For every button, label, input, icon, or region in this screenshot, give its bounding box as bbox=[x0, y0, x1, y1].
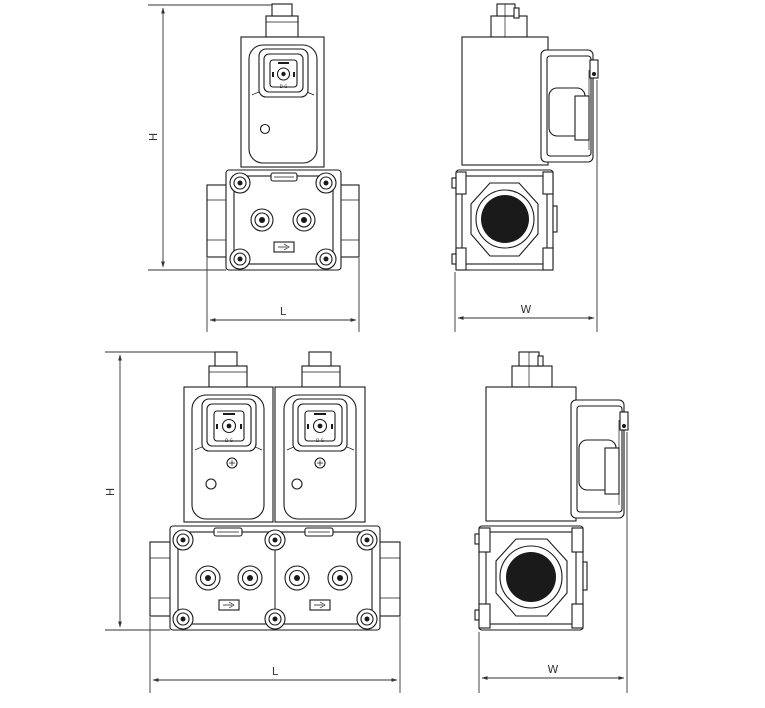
pressure-port bbox=[284, 565, 310, 591]
body-bolt bbox=[315, 172, 337, 194]
connector-plug: D-G bbox=[201, 398, 257, 452]
pressure-port bbox=[237, 565, 263, 591]
body-bolt bbox=[229, 248, 251, 270]
flow-direction-arrow bbox=[218, 599, 240, 611]
connector-code-label: D-G bbox=[225, 438, 233, 443]
connector-plug: D-G bbox=[292, 398, 348, 452]
coil-housing bbox=[461, 36, 549, 166]
coil-top-terminal bbox=[490, 3, 528, 38]
height-dimension: H bbox=[104, 351, 215, 631]
coil-screw bbox=[291, 478, 303, 490]
width-label: W bbox=[521, 303, 532, 316]
length-label: L bbox=[280, 305, 287, 318]
pressure-port bbox=[195, 565, 221, 591]
body-bolt bbox=[264, 529, 286, 551]
coil-top-terminal bbox=[301, 351, 341, 388]
body-bolt bbox=[315, 248, 337, 270]
length-dimension: L bbox=[149, 617, 401, 693]
connector-code-label: D-G bbox=[316, 438, 324, 443]
height-label: H bbox=[147, 133, 160, 141]
body-bolt bbox=[172, 529, 194, 551]
pressure-port bbox=[327, 565, 353, 591]
coil-top-terminal bbox=[208, 351, 248, 388]
connector-code-label: D-G bbox=[280, 84, 288, 89]
coil-top-terminal bbox=[511, 351, 553, 388]
length-label: L bbox=[272, 665, 279, 678]
height-dimension: H bbox=[147, 4, 272, 271]
coil-housing bbox=[485, 386, 577, 522]
pressure-port bbox=[292, 208, 316, 232]
body-bolt bbox=[264, 608, 286, 630]
double-valve-front-view: D-G D-G bbox=[149, 351, 401, 631]
body-bolt bbox=[172, 608, 194, 630]
inlet-port bbox=[470, 182, 539, 257]
width-label: W bbox=[548, 663, 559, 676]
height-label: H bbox=[104, 488, 117, 496]
length-dimension: L bbox=[206, 258, 360, 332]
width-dimension: W bbox=[478, 432, 628, 693]
body-bolt bbox=[356, 529, 378, 551]
coil-screw bbox=[314, 457, 326, 469]
connector-plug-side bbox=[570, 399, 629, 519]
width-dimension: W bbox=[454, 80, 598, 332]
flow-direction-arrow bbox=[273, 241, 295, 253]
double-valve-side-view bbox=[474, 351, 629, 631]
coil-screw bbox=[259, 123, 271, 135]
body-bolt bbox=[356, 608, 378, 630]
flow-direction-arrow bbox=[309, 599, 331, 611]
coil-screw bbox=[226, 457, 238, 469]
coil-top-terminal bbox=[265, 3, 299, 38]
coil-screw bbox=[205, 478, 217, 490]
connector-plug-side bbox=[540, 49, 599, 163]
connector-plug: D-G bbox=[258, 48, 309, 98]
single-valve-side-view bbox=[451, 3, 599, 271]
inlet-port bbox=[495, 538, 568, 617]
pressure-port bbox=[250, 208, 274, 232]
single-valve-front-view: D-G bbox=[206, 3, 360, 271]
body-bolt bbox=[229, 172, 251, 194]
